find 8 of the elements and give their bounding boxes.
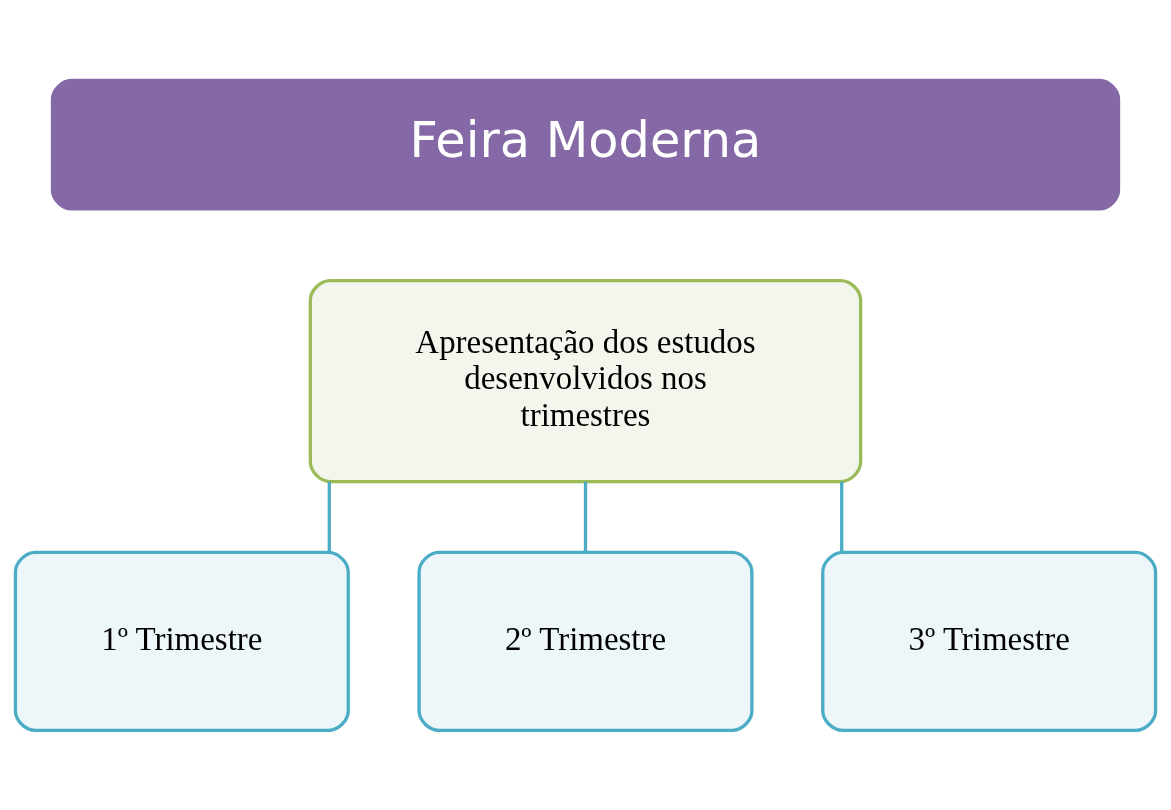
node-box: Feira Moderna xyxy=(50,78,1121,211)
connector xyxy=(840,481,844,553)
connector xyxy=(327,481,331,553)
node-box: 2º Trimestre xyxy=(417,550,754,733)
node-box: 3º Trimestre xyxy=(821,550,1158,733)
node-box: Apresentação dos estudos desenvolvidos nos trimestres xyxy=(308,278,863,484)
connector xyxy=(583,481,588,553)
node-box: 1º Trimestre xyxy=(13,550,350,733)
